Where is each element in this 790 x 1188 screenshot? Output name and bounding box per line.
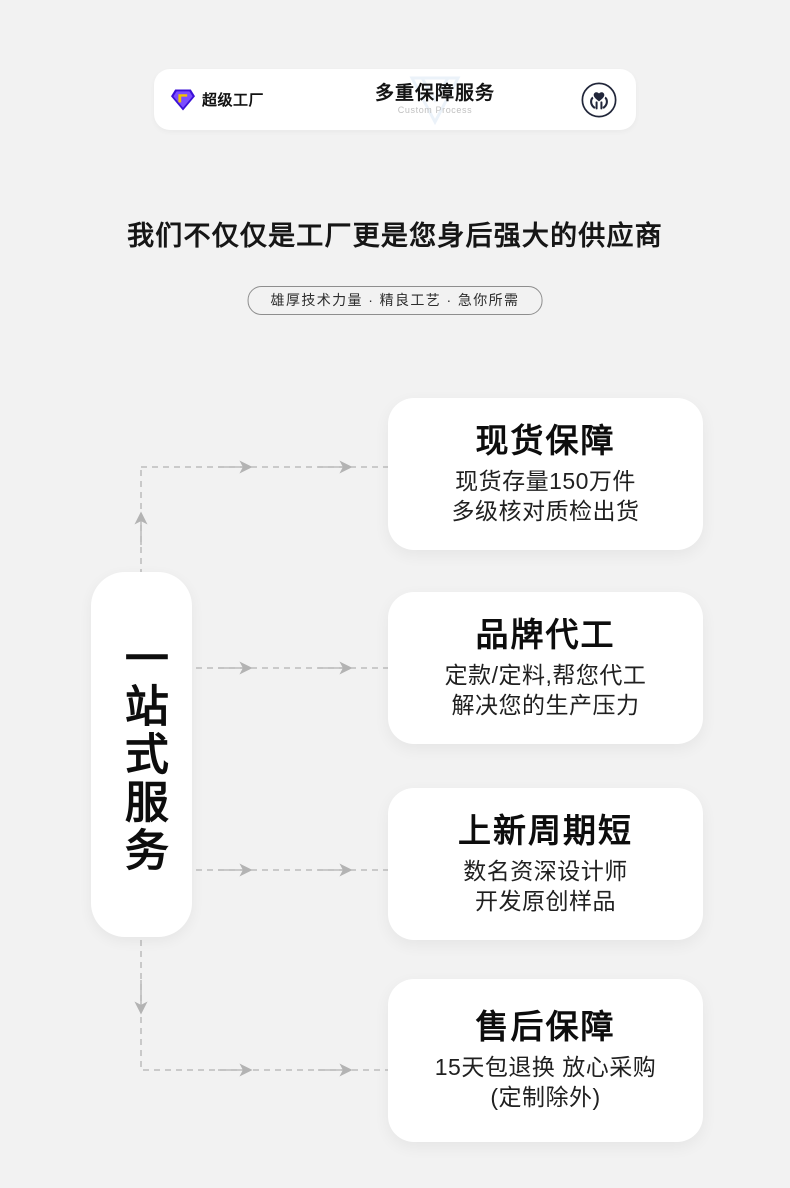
brand-label: 超级工厂 bbox=[202, 92, 265, 109]
header-center: 多重保障服务 Custom Process bbox=[290, 77, 580, 126]
page-headline: 我们不仅仅是工厂更是您身后强大的供应商 bbox=[127, 221, 663, 251]
feature-card-line: 开发原创样品 bbox=[475, 887, 616, 914]
diamond-badge-icon bbox=[170, 88, 196, 112]
header-subtitle: Custom Process bbox=[397, 105, 473, 116]
header-title: 多重保障服务 bbox=[375, 82, 496, 104]
feature-card-line: (定制除外) bbox=[490, 1084, 601, 1111]
feature-card-line: 现货存量150万件 bbox=[455, 467, 636, 494]
hands-holding-heart-icon bbox=[580, 81, 618, 119]
feature-card-line: 15天包退换 放心采购 bbox=[434, 1054, 657, 1081]
feature-card-title: 品牌代工 bbox=[475, 615, 616, 653]
feature-card-title: 上新周期短 bbox=[458, 811, 633, 849]
left-vertical-card: 一站式服务 bbox=[91, 572, 192, 937]
feature-card-body: 定款/定料,帮您代工 解决您的生产压力 bbox=[445, 660, 647, 721]
feature-pill: 雄厚技术力量 · 精良工艺 · 急你所需 bbox=[247, 286, 543, 315]
left-vertical-label: 一站式服务 bbox=[117, 634, 167, 875]
feature-card-title: 现货保障 bbox=[475, 421, 616, 459]
feature-card: 售后保障 15天包退换 放心采购 (定制除外) bbox=[388, 979, 703, 1142]
feature-card-line: 定款/定料,帮您代工 bbox=[444, 661, 647, 688]
feature-card-line: 数名资深设计师 bbox=[463, 857, 628, 884]
feature-card-line: 多级核对质检出货 bbox=[451, 497, 640, 524]
feature-card: 现货保障 现货存量150万件 多级核对质检出货 bbox=[388, 398, 703, 550]
feature-card: 品牌代工 定款/定料,帮您代工 解决您的生产压力 bbox=[388, 592, 703, 744]
feature-card-body: 15天包退换 放心采购 (定制除外) bbox=[435, 1052, 656, 1113]
brand: 超级工厂 bbox=[170, 88, 264, 112]
feature-card: 上新周期短 数名资深设计师 开发原创样品 bbox=[388, 788, 703, 940]
feature-card-body: 现货存量150万件 多级核对质检出货 bbox=[452, 466, 640, 527]
feature-card-body: 数名资深设计师 开发原创样品 bbox=[463, 856, 628, 917]
header-card: 超级工厂 多重保障服务 Custom Process bbox=[154, 69, 636, 130]
feature-card-line: 解决您的生产压力 bbox=[451, 691, 640, 718]
feature-card-title: 售后保障 bbox=[475, 1008, 616, 1046]
